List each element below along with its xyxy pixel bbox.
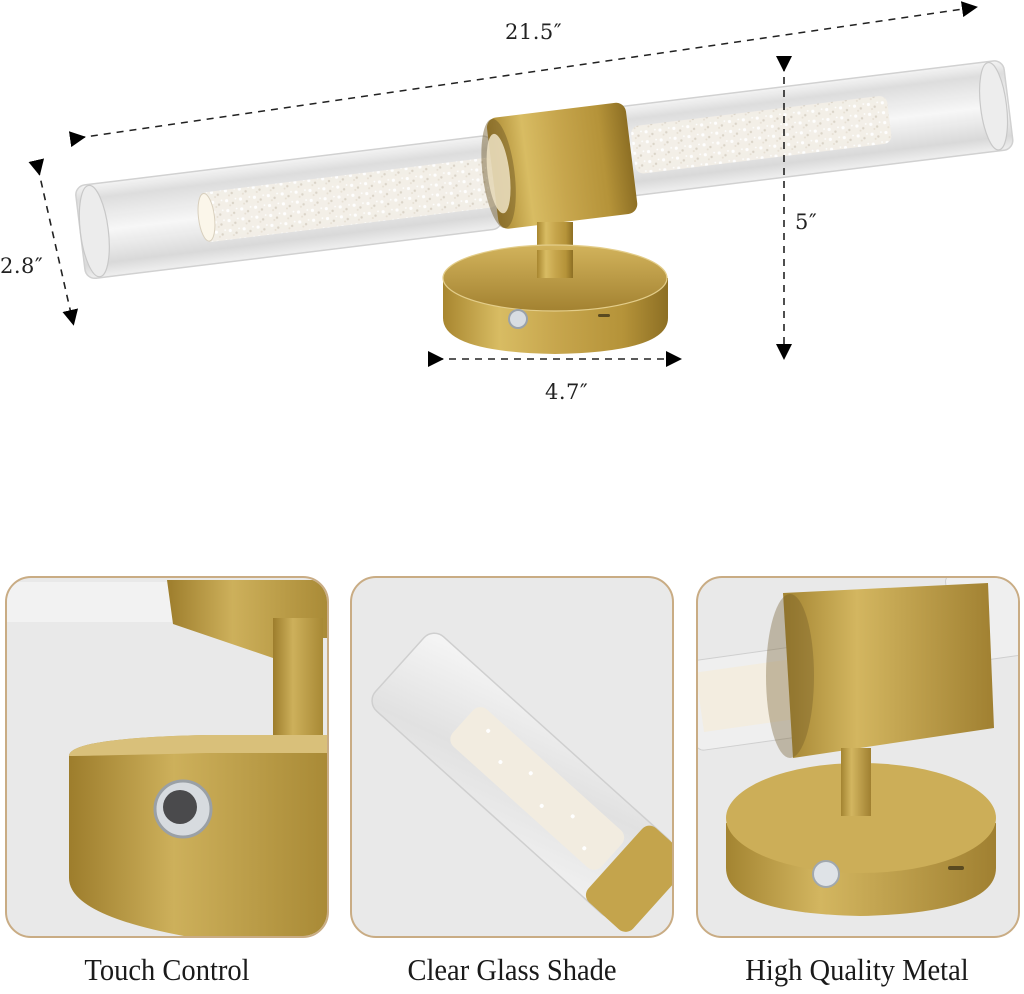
base-diameter-label: 4.7″ [545,380,589,404]
touch-button-icon [812,860,840,888]
right-glass-tube [606,60,1014,198]
product-dimension-diagram: 21.5″ 2.8″ 5″ 4.7″ [0,0,1024,420]
feature-caption-metal: High Quality Metal [745,952,969,987]
feature-panel-metal [696,576,1020,938]
touch-button-icon [508,309,528,329]
feature-caption-touch-control: Touch Control [84,952,250,987]
lamp-illustration [28,1,1014,367]
feature-caption-glass-shade: Clear Glass Shade [407,952,617,987]
feature-panel-touch-control [5,576,329,938]
lamp-base [442,244,668,354]
usb-port-icon [948,866,964,870]
height-label: 5″ [795,210,818,234]
center-brass-body [481,102,638,229]
feature-panel-glass-shade [350,576,674,938]
usb-port-icon [598,314,610,317]
left-glass-tube [75,135,503,280]
diameter-dimension-line [28,158,79,326]
metal-base-closeup [698,578,1018,916]
touch-control-closeup [7,580,327,936]
tube-diameter-label: 2.8″ [0,254,44,278]
length-label: 21.5″ [505,20,563,44]
glass-shade-closeup [371,632,672,932]
